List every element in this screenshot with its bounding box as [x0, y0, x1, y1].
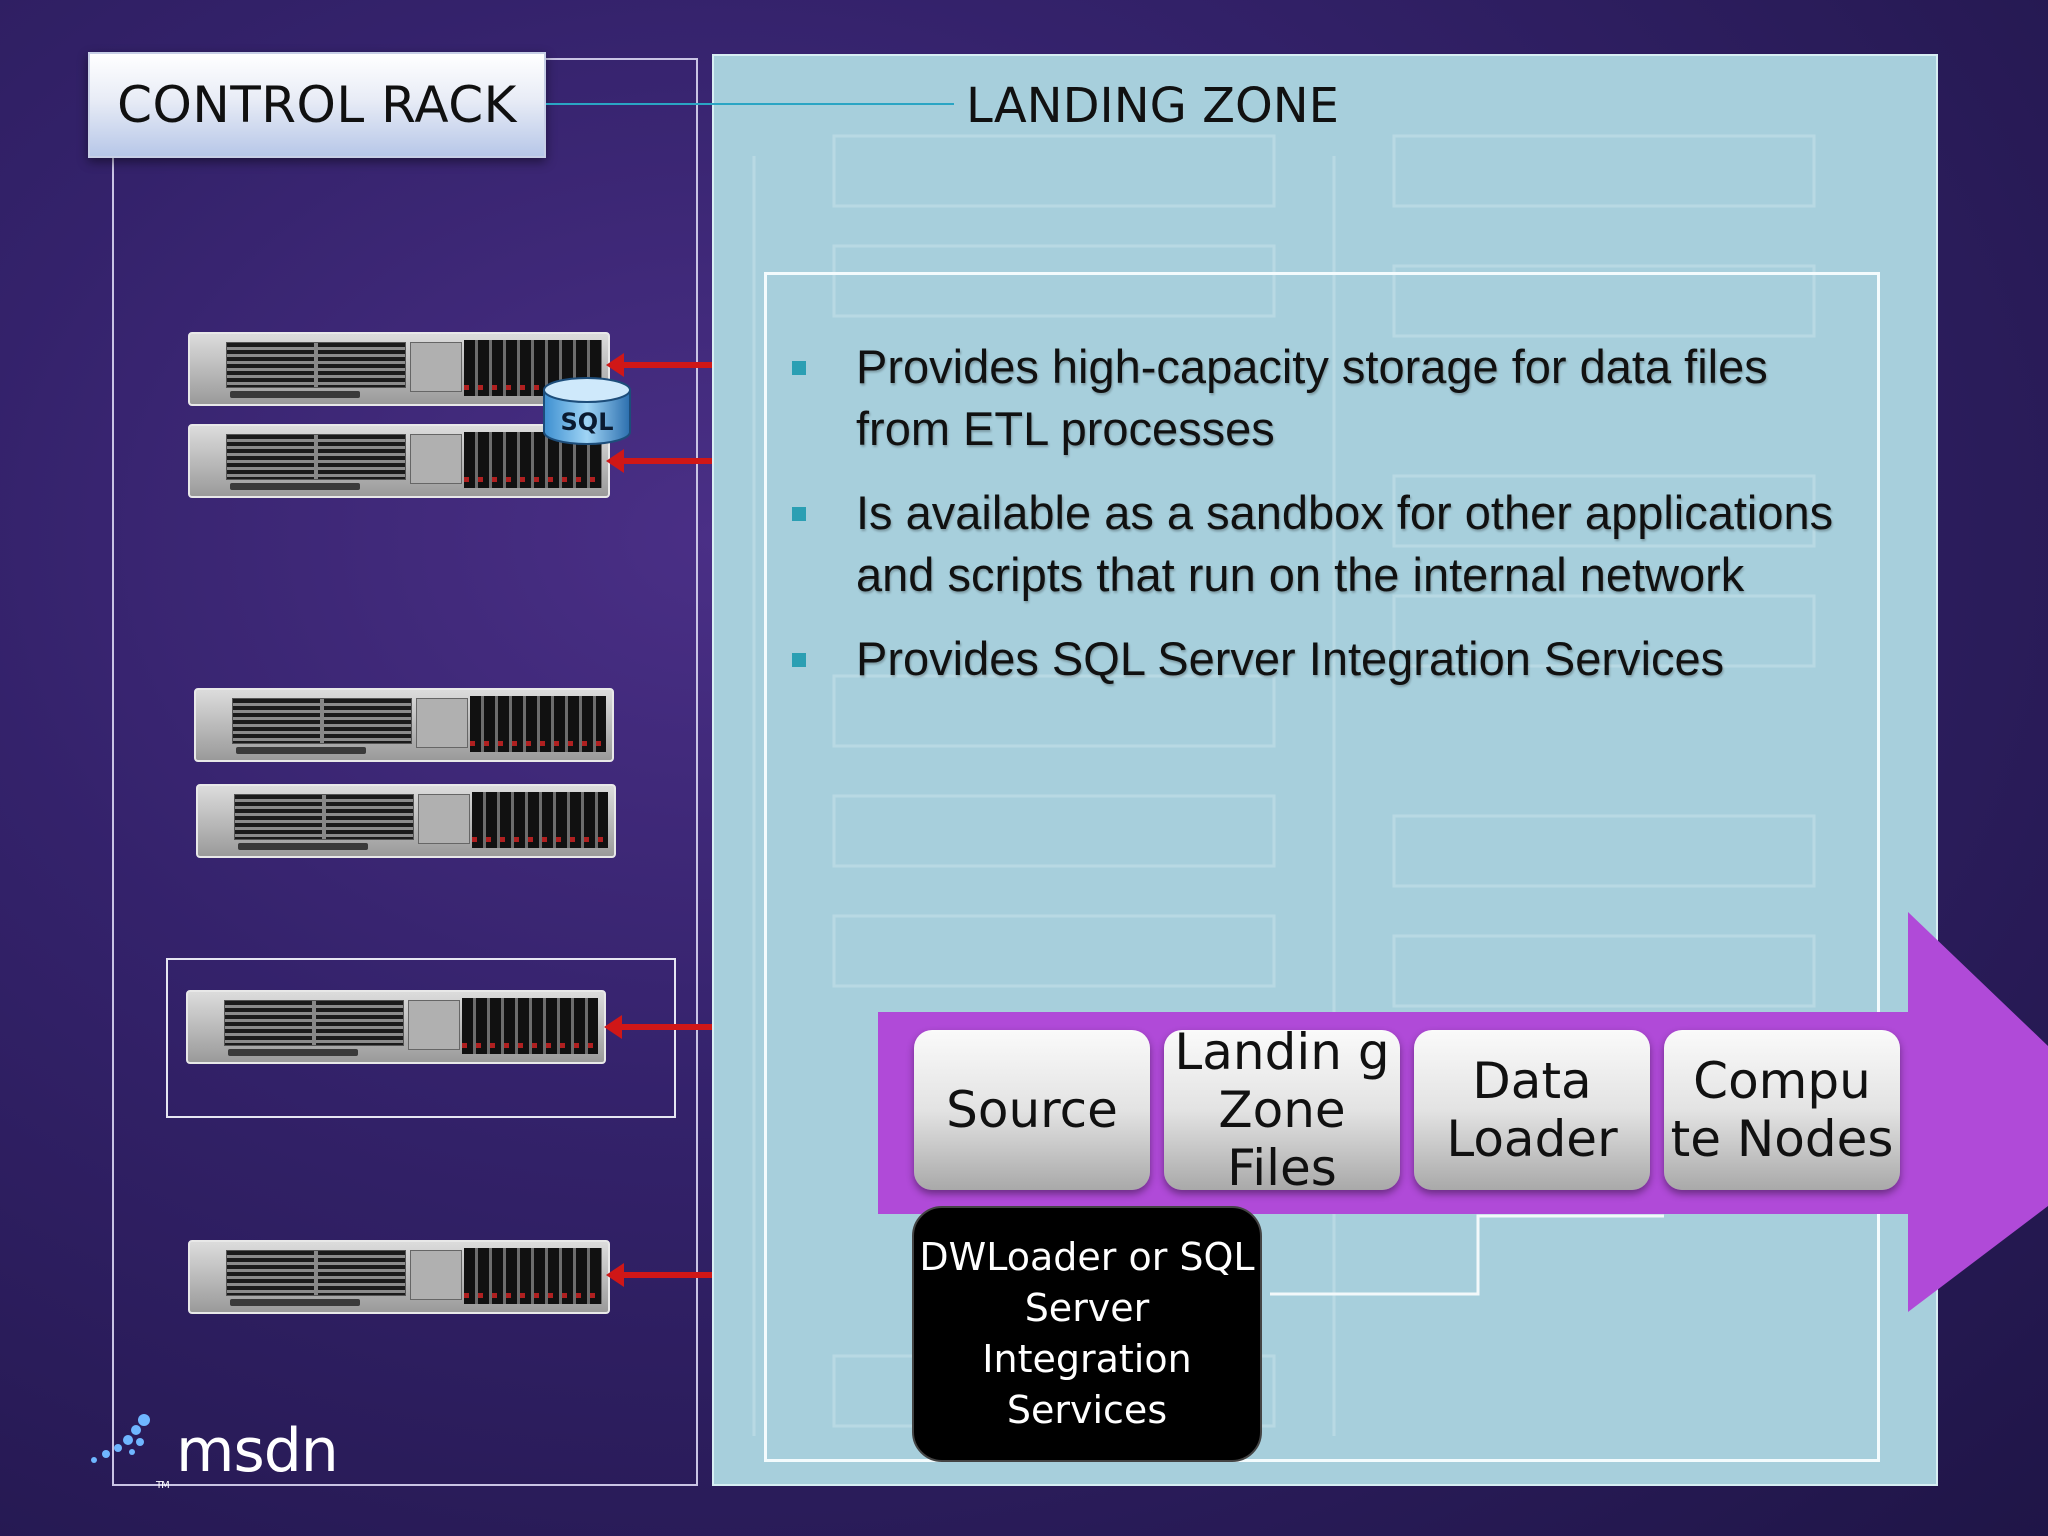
logo-swirl-icon: [91, 1414, 150, 1463]
server-unit: [188, 1240, 610, 1314]
flow-step-landing-zone-files: Landin g Zone Files: [1164, 1030, 1400, 1190]
list-item: Is available as a sandbox for other appl…: [786, 482, 1866, 606]
landing-zone-server-highlight: [166, 958, 676, 1118]
database-icon: SQL: [543, 377, 631, 445]
bullet-marker: [792, 507, 806, 521]
loader-connector-line: [1270, 1214, 1664, 1296]
server-unit: [186, 990, 606, 1064]
list-item: Provides SQL Server Integration Services: [786, 628, 1866, 690]
background-rack-graphic: [752, 134, 1816, 1436]
server-unit: [188, 424, 610, 498]
control-rack-title: CONTROL RACK: [88, 52, 546, 158]
red-arrow-icon: [606, 1263, 712, 1287]
title-connector-line: [546, 103, 954, 105]
server-unit: [194, 688, 614, 762]
feature-list: Provides high-capacity storage for data …: [786, 336, 1866, 712]
landing-zone-detail-box: [764, 272, 1880, 1462]
bullet-marker: [792, 361, 806, 375]
flow-step-compute-nodes: Compu te Nodes: [1664, 1030, 1900, 1190]
landing-zone-title: LANDING ZONE: [966, 78, 1339, 134]
flow-step-source: Source: [914, 1030, 1150, 1190]
logo-trademark: TM: [156, 1480, 170, 1491]
server-unit: [196, 784, 616, 858]
bullet-marker: [792, 653, 806, 667]
logo-text: msdn: [176, 1416, 339, 1486]
server-unit: [188, 332, 610, 406]
flow-step-data-loader: Data Loader: [1414, 1030, 1650, 1190]
database-badge-label: SQL: [561, 408, 614, 436]
red-arrow-icon: [606, 353, 712, 377]
list-item: Provides high-capacity storage for data …: [786, 336, 1866, 460]
red-arrow-icon: [606, 449, 712, 473]
loader-tool-box: DWLoader or SQL Server Integration Servi…: [912, 1206, 1262, 1462]
red-arrow-icon: [604, 1015, 712, 1039]
